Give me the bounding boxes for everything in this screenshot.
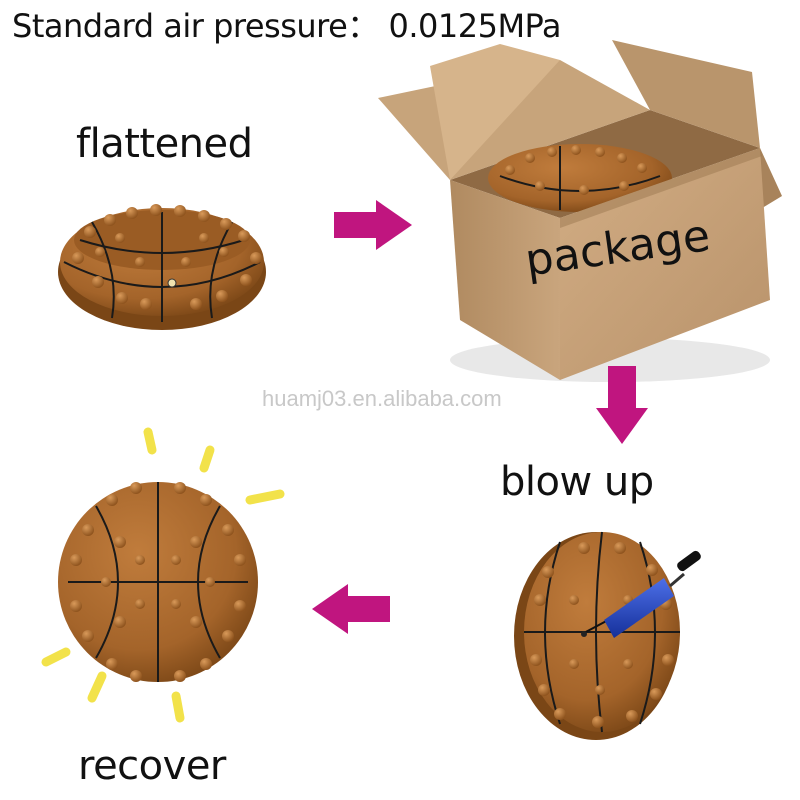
watermark-text: huamj03.en.alibaba.com (262, 386, 502, 411)
arrow-left-icon (312, 584, 390, 634)
arrow-down-icon (596, 366, 648, 444)
hand-pump-icon (581, 550, 701, 638)
blow-up-ball-image (514, 531, 701, 740)
package-box-image (378, 40, 782, 382)
step-label-flattened: flattened (76, 121, 253, 167)
step-label-blow-up: blow up (500, 459, 654, 505)
arrow-right-icon (334, 200, 412, 250)
page-title: Standard air pressure： 0.0125MPa (12, 7, 562, 45)
sparkle-burst-icon (41, 427, 285, 723)
step-label-recover: recover (78, 743, 226, 789)
recovered-ball-image (41, 427, 285, 723)
flattened-ball-image (58, 204, 266, 330)
